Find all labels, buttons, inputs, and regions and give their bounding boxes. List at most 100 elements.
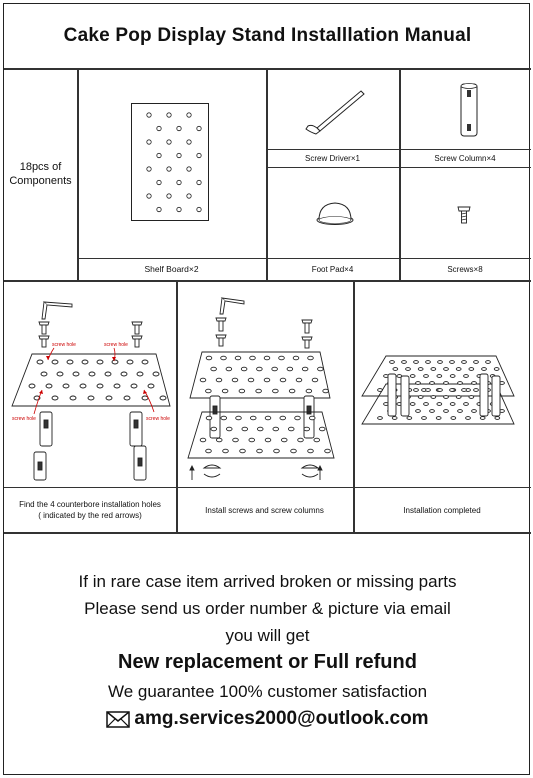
hole <box>436 374 443 378</box>
hole <box>156 125 162 132</box>
hole <box>196 179 202 186</box>
hole <box>235 415 242 421</box>
hole <box>205 388 212 394</box>
hole <box>40 371 48 377</box>
hole <box>473 388 479 392</box>
hole <box>405 367 411 371</box>
hole <box>225 366 233 372</box>
hole <box>105 395 113 401</box>
hole <box>123 395 131 401</box>
screws-caption: Screws×8 <box>447 264 483 274</box>
hole <box>449 360 455 364</box>
hole <box>292 355 300 361</box>
hole <box>297 437 304 443</box>
hole <box>231 377 239 383</box>
hole <box>425 388 431 392</box>
hole <box>389 360 395 364</box>
hole <box>216 437 223 443</box>
hole <box>423 402 429 406</box>
hole <box>256 426 264 432</box>
hole <box>429 381 435 385</box>
hole <box>468 395 475 399</box>
step1-caption: Find the 4 counterbore installation hole… <box>4 488 176 532</box>
hole <box>156 152 162 159</box>
hole <box>437 360 443 364</box>
hole <box>264 437 272 443</box>
hole <box>36 359 44 365</box>
hole <box>96 359 104 365</box>
hole <box>210 366 217 372</box>
hole <box>234 355 242 361</box>
hole <box>146 112 152 118</box>
hole <box>457 409 463 413</box>
hole <box>443 381 449 385</box>
step1-caption-line: ( indicated by the red arrows) <box>38 511 142 520</box>
hole <box>307 448 314 454</box>
hole <box>307 355 314 361</box>
hole <box>222 448 229 454</box>
step2-illustration <box>187 297 335 480</box>
hole <box>317 366 324 372</box>
hole <box>240 366 248 372</box>
hole <box>417 367 424 371</box>
hole <box>176 125 182 132</box>
hole <box>255 388 262 394</box>
hole <box>425 360 431 364</box>
hole <box>130 383 138 389</box>
hole <box>301 366 309 372</box>
hole <box>215 377 223 383</box>
hole <box>461 388 467 392</box>
hole <box>273 448 280 454</box>
foot-pad-caption: Foot Pad×4 <box>311 264 354 274</box>
footer-line: Please send us order number & picture vi… <box>84 599 451 618</box>
hole <box>69 395 77 401</box>
hole <box>287 426 295 432</box>
hole <box>136 371 144 377</box>
hole <box>436 402 443 406</box>
hole <box>156 179 162 186</box>
hole <box>166 166 172 172</box>
hole <box>392 367 399 371</box>
hole <box>205 448 212 454</box>
screw-driver-caption: Screw Driver×1 <box>305 154 360 163</box>
components-label: 18pcs of Components <box>9 161 72 187</box>
hole <box>278 355 285 361</box>
screw-hole-label: screw hole <box>12 416 36 422</box>
hole <box>199 377 207 383</box>
hole <box>465 416 471 420</box>
support-email[interactable]: amg.services2000@outlook.com <box>134 708 429 729</box>
hole <box>186 166 192 172</box>
hole <box>196 152 202 159</box>
hole <box>72 371 80 377</box>
hole <box>406 416 413 420</box>
hole <box>457 381 463 385</box>
screw-column-icon <box>460 83 478 137</box>
hole <box>322 388 329 394</box>
hole <box>423 374 429 378</box>
hole <box>493 367 500 371</box>
envelope-icon <box>106 710 131 728</box>
hole <box>87 395 95 401</box>
hole <box>313 437 320 443</box>
manual-title: Cake Pop Display Stand Installlation Man… <box>63 25 472 46</box>
hole <box>263 377 271 383</box>
hole <box>401 360 407 364</box>
hole <box>220 355 227 361</box>
hole <box>159 395 167 401</box>
manual-frame: Cake Pop Display Stand Installlation Man… <box>3 3 531 775</box>
hole <box>272 426 279 432</box>
screw-driver-icon <box>305 90 365 135</box>
divider <box>4 532 531 534</box>
hole <box>473 360 479 364</box>
screw-hole-label: screw hole <box>52 342 76 348</box>
divider <box>4 487 531 488</box>
email-row: amg.services2000@outlook.com <box>4 708 531 730</box>
hole <box>391 416 398 420</box>
hole <box>455 367 462 371</box>
hole <box>413 388 419 392</box>
hole <box>324 448 331 454</box>
hole <box>264 415 272 421</box>
hole <box>176 152 182 159</box>
hole <box>141 359 149 365</box>
hole <box>463 402 469 406</box>
